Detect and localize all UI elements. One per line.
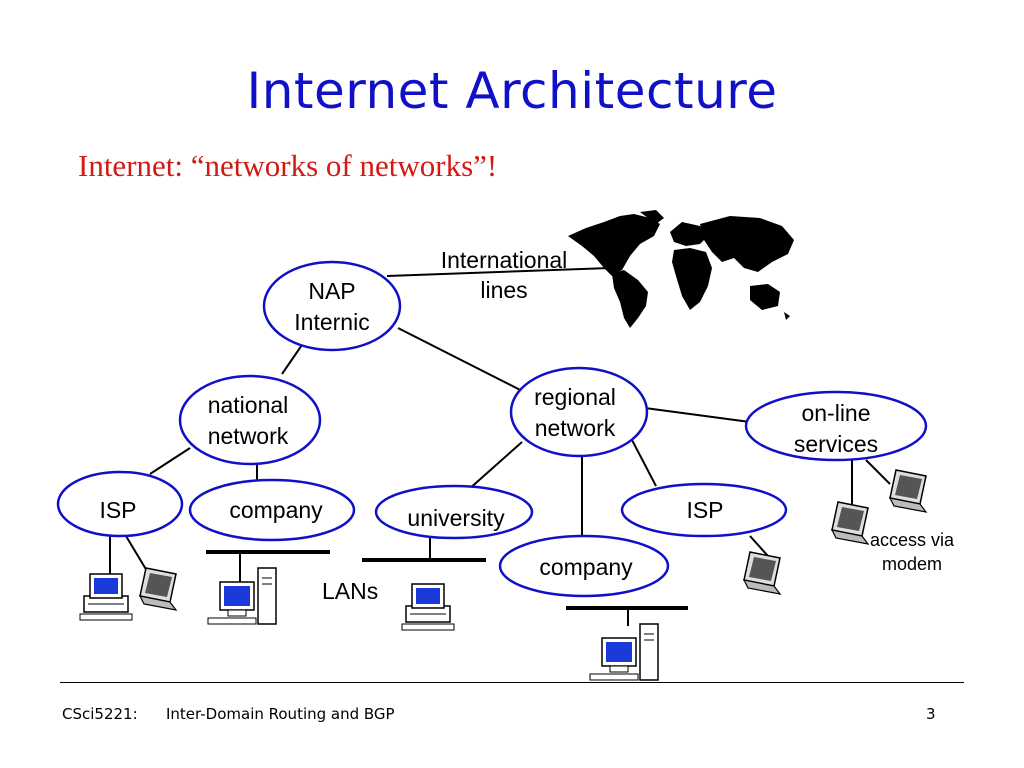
company-left-node (188, 478, 356, 542)
national-label-2: network (208, 423, 289, 449)
international-label-1: International (441, 247, 568, 273)
nap-node (262, 260, 402, 352)
regional-network-node (509, 366, 649, 458)
regional-label-2: network (535, 415, 616, 441)
online-services-node (744, 390, 928, 462)
laptop-icon (139, 567, 177, 611)
online-label-2: services (794, 431, 878, 457)
world-map-icon (568, 210, 794, 328)
connections (109, 267, 891, 626)
nap-label-2: Internic (294, 309, 369, 335)
laptop-icon (831, 501, 869, 545)
slide-subtitle: Internet: “networks of networks”! (78, 148, 498, 183)
node-shapes (56, 260, 928, 598)
desktop-computer-icon (79, 573, 133, 621)
footer-course: CSci5221: (62, 705, 138, 723)
footer-topic: Inter-Domain Routing and BGP (166, 705, 395, 723)
company-center-node (498, 534, 670, 598)
national-label-1: national (208, 392, 289, 418)
modem-label-1: access via (870, 530, 955, 550)
isp-right-label: ISP (686, 497, 723, 523)
national-network-node (178, 374, 322, 466)
slide-title: Internet Architecture (246, 62, 778, 120)
regional-label-1: regional (534, 384, 616, 410)
lans-label: LANs (322, 578, 378, 604)
laptop-icon (743, 551, 781, 595)
lan-buses (206, 550, 688, 610)
desktop-computer-icon (401, 583, 455, 631)
international-label-2: lines (480, 277, 527, 303)
university-node (374, 484, 534, 540)
company-center-label: company (539, 554, 633, 580)
tower-computer-icon (207, 567, 277, 625)
tower-computer-icon (589, 623, 659, 681)
isp-left-node (56, 470, 184, 538)
footer-divider (60, 682, 964, 683)
isp-left-label: ISP (99, 497, 136, 523)
modem-label-2: modem (882, 554, 942, 574)
company-left-label: company (229, 497, 323, 523)
online-label-1: on-line (801, 400, 870, 426)
footer-page-number: 3 (926, 705, 936, 723)
laptop-icon (889, 469, 927, 513)
nap-label-1: NAP (308, 278, 355, 304)
isp-right-node (620, 482, 788, 538)
university-label: university (407, 505, 505, 531)
